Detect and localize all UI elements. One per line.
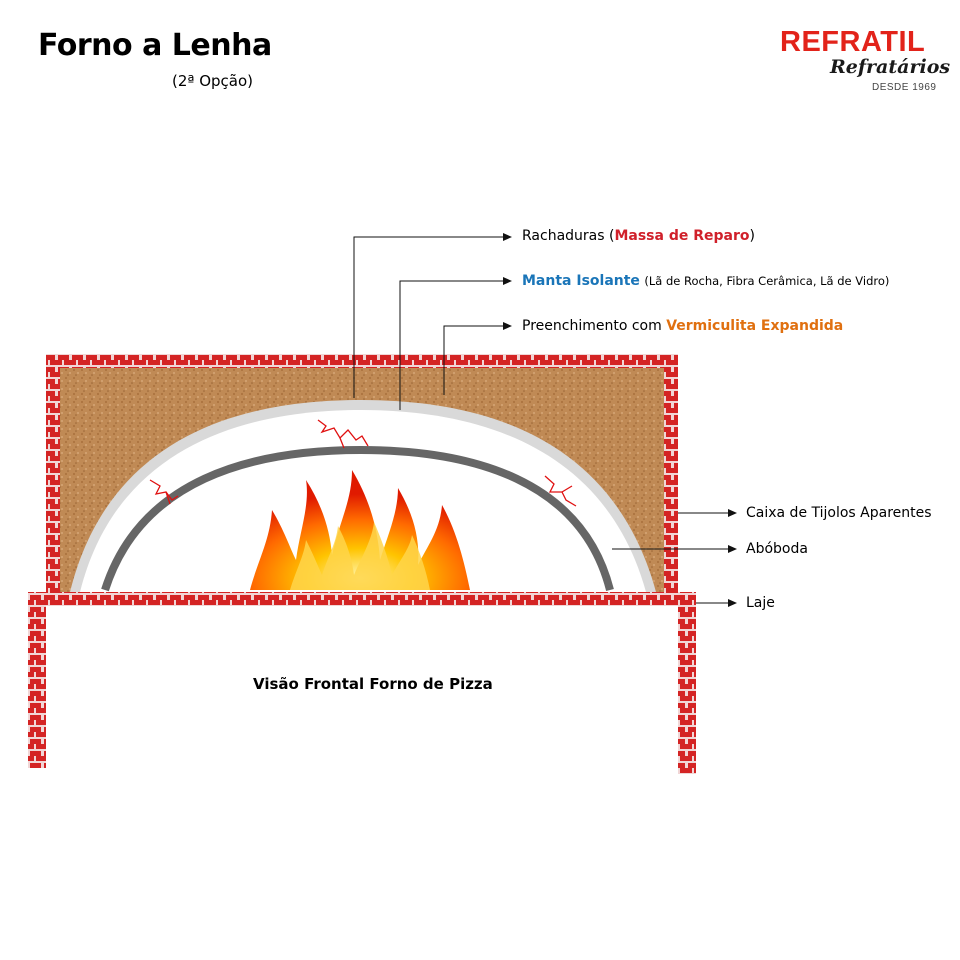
label-caixa: Caixa de Tijolos Aparentes [746, 505, 932, 521]
logo-since: DESDE 1969 [872, 82, 937, 93]
label-rachaduras-highlight: Massa de Reparo [614, 228, 750, 244]
brick-box-top [46, 354, 678, 368]
page-subtitle: (2ª Opção) [172, 72, 254, 90]
logo-script: Refratários [830, 56, 951, 78]
logo-wordmark: REFRATIL [780, 26, 926, 58]
label-manta-detail: (Lã de Rocha, Fibra Cerâmica, Lã de Vidr… [644, 274, 890, 288]
slab [28, 592, 696, 606]
leader-arrowheads [503, 233, 737, 607]
brick-box-right-wall [664, 354, 678, 594]
fire-flames [250, 470, 470, 590]
dome-arch [101, 445, 614, 592]
label-laje: Laje [746, 595, 775, 611]
label-preenchimento: Preenchimento com Vermiculita Expandida [522, 318, 843, 334]
label-manta-highlight: Manta Isolante [522, 273, 640, 289]
label-rachaduras: Rachaduras (Massa de Reparo) [522, 228, 755, 244]
brand-logo: REFRATIL Refratários DESDE 1969 [778, 26, 950, 96]
cracks [149, 419, 577, 507]
page-title: Forno a Lenha [38, 28, 272, 63]
diagram-caption: Visão Frontal Forno de Pizza [253, 675, 493, 693]
label-aboboda: Abóboda [746, 541, 808, 557]
label-preenchimento-highlight: Vermiculita Expandida [666, 318, 844, 334]
label-manta: Manta Isolante (Lã de Rocha, Fibra Cerâm… [522, 273, 889, 289]
slab-leg-right [678, 606, 696, 774]
label-rachaduras-text: Rachaduras ( [522, 228, 615, 244]
brick-box-left-wall [46, 354, 60, 594]
slab-leg-left [28, 606, 46, 768]
label-rachaduras-close: ) [749, 228, 755, 244]
label-preenchimento-text: Preenchimento com [522, 318, 667, 334]
